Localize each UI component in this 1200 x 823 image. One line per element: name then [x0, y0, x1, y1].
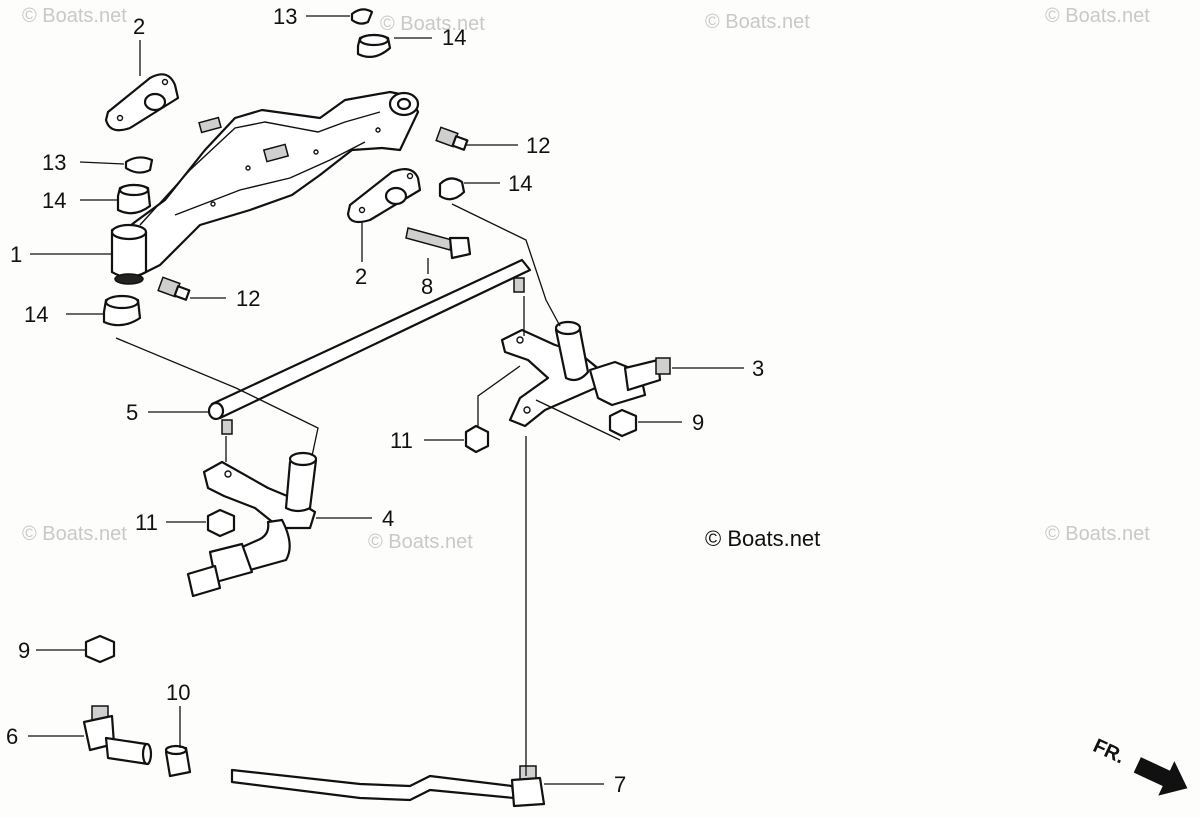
part-12-bolt-lower[interactable] [157, 276, 191, 301]
callout-12: 12 [236, 286, 260, 311]
callout-14: 14 [508, 171, 532, 196]
callout-9: 9 [18, 638, 30, 663]
watermark: © Boats.net [1045, 5, 1150, 27]
watermark: © Boats.net [22, 5, 127, 27]
part-14-bushing-right[interactable] [438, 177, 466, 201]
part-3-arm-right[interactable] [500, 320, 671, 428]
callout-11: 11 [390, 428, 413, 453]
front-label: FR. [1090, 735, 1128, 769]
part-9-nut-right[interactable] [608, 408, 638, 438]
part-13-clip-top[interactable] [350, 8, 374, 25]
watermark: © Boats.net [368, 531, 473, 553]
part-11-nut-right[interactable] [464, 424, 490, 454]
part-9-nut-left[interactable] [84, 634, 116, 664]
part-7-rod[interactable] [230, 765, 546, 808]
watermark: © Boats.net [22, 523, 127, 545]
callout-13: 13 [273, 4, 297, 29]
part-2-plate-lower[interactable] [346, 167, 422, 224]
callout-2: 2 [355, 264, 367, 289]
callout-14: 14 [42, 188, 66, 213]
callout-13: 13 [42, 150, 66, 175]
front-arrow-icon [1133, 757, 1188, 796]
callout-6: 6 [6, 724, 18, 749]
callout-1: 1 [10, 242, 22, 267]
callout-numbers: 2 13 14 13 14 1 12 14 12 14 2 8 3 5 9 11… [6, 4, 764, 797]
callout-9: 9 [692, 410, 704, 435]
part-13-clip-left[interactable] [124, 156, 154, 174]
part-12-bolt-upper[interactable] [435, 126, 469, 151]
part-14-bushing-left[interactable] [116, 183, 152, 215]
callout-8: 8 [421, 274, 433, 299]
watermark-main: © Boats.net [705, 526, 820, 551]
front-direction-indicator: FR. [1090, 735, 1188, 796]
callout-2: 2 [133, 14, 145, 39]
callout-7: 7 [614, 772, 626, 797]
callout-14: 14 [24, 302, 48, 327]
part-1-lever-arm[interactable] [110, 90, 420, 285]
callout-5: 5 [126, 400, 138, 425]
part-10-collar[interactable] [164, 744, 192, 778]
callout-4: 4 [382, 506, 394, 531]
part-6-joint[interactable] [82, 705, 153, 766]
part-4-arm-left[interactable] [186, 451, 318, 598]
watermark: © Boats.net [380, 13, 485, 35]
callout-12: 12 [526, 133, 550, 158]
callout-14: 14 [442, 25, 466, 50]
callout-10: 10 [166, 680, 190, 705]
part-8-bolt[interactable] [405, 227, 472, 260]
callout-3: 3 [752, 356, 764, 381]
watermark: © Boats.net [705, 11, 810, 33]
callout-11: 11 [135, 510, 158, 535]
assembly-lines [115, 203, 621, 776]
part-14-bushing-lower[interactable] [102, 294, 142, 327]
leader-lines [28, 15, 744, 785]
part-11-nut-left[interactable] [206, 508, 236, 538]
part-14-bushing-top[interactable] [356, 33, 392, 59]
part-5-shaft[interactable] [207, 258, 532, 435]
part-2-plate-upper[interactable] [104, 73, 180, 132]
watermark: © Boats.net [1045, 523, 1150, 545]
